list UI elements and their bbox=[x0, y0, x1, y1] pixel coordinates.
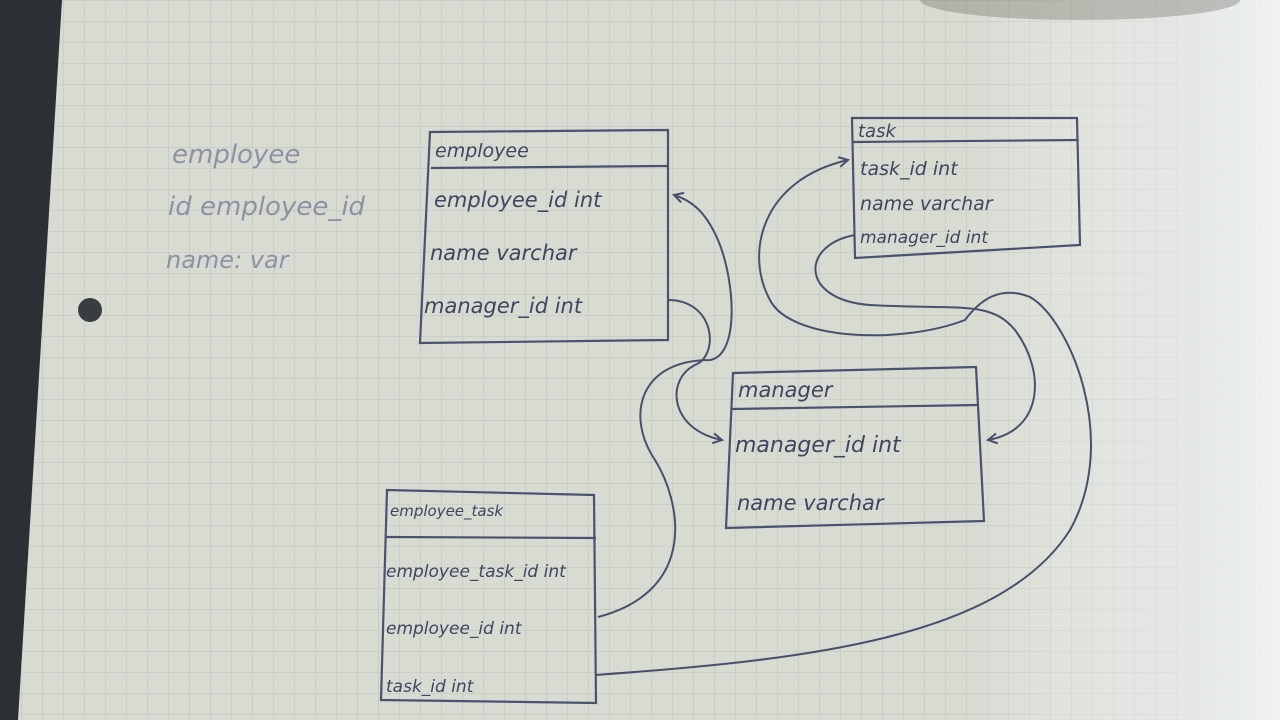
table-title: manager bbox=[738, 378, 834, 402]
relation-employee-task-task bbox=[595, 160, 1092, 676]
margin-note: employee id employee_id name: var bbox=[166, 140, 366, 274]
punch-hole bbox=[78, 298, 102, 322]
table-manager: manager manager_id int name varchar bbox=[724, 365, 986, 530]
table-row: employee_id int bbox=[434, 188, 602, 213]
table-row: manager_id int bbox=[424, 294, 583, 319]
table-row: task_id int bbox=[386, 677, 475, 697]
table-employee-task: employee_task employee_task_id int emplo… bbox=[379, 488, 598, 705]
table-title: employee bbox=[435, 140, 529, 162]
table-row: employee_task_id int bbox=[386, 562, 567, 582]
margin-note-line: name: var bbox=[166, 246, 291, 274]
margin-note-line: employee bbox=[172, 140, 300, 170]
table-row: name varchar bbox=[737, 491, 885, 515]
table-row: task_id int bbox=[860, 158, 959, 180]
table-row: manager_id int bbox=[735, 433, 902, 458]
table-row: employee_id int bbox=[386, 619, 523, 639]
table-employee: employee employee_id int name varchar ma… bbox=[418, 128, 670, 345]
relationship-lines bbox=[595, 160, 1092, 676]
table-row: manager_id int bbox=[860, 228, 989, 248]
table-row: name varchar bbox=[430, 241, 578, 265]
table-task: task task_id int name varchar manager_id… bbox=[850, 116, 1082, 260]
relation-employee-manager bbox=[667, 299, 722, 440]
table-title: task bbox=[858, 121, 897, 142]
relation-employee-task-employee bbox=[597, 195, 733, 618]
margin-note-line: id employee_id bbox=[168, 192, 366, 222]
table-title: employee_task bbox=[390, 502, 504, 521]
table-row: name varchar bbox=[860, 193, 994, 215]
relation-task-manager bbox=[814, 234, 1036, 440]
